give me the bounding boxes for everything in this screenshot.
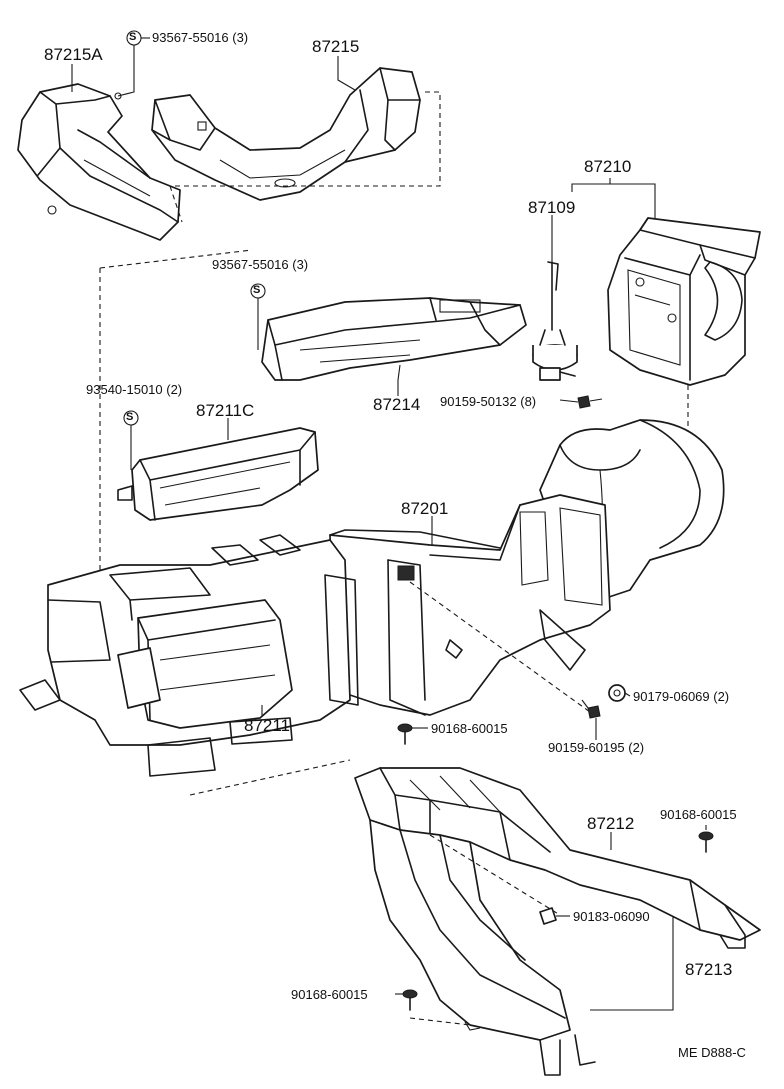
part-87201-case (329, 494, 611, 716)
leader-lines (71, 37, 707, 1011)
label-87215: 87215 (312, 37, 360, 56)
screw-90159-50132-icon (577, 395, 603, 409)
clip-90183-icon (539, 907, 557, 925)
part-87211-heater-unit (19, 534, 359, 777)
part-87214-duct (261, 297, 527, 381)
fasteners (397, 395, 714, 1011)
part-87210-housing (607, 217, 761, 386)
label-90159-50132: 90159-50132 (8) (440, 394, 537, 409)
label-87213: 87213 (685, 960, 733, 979)
part-87215a-duct (17, 83, 181, 241)
label-87211: 87211 (244, 716, 291, 735)
label-93540-15010: 93540-15010 (2) (86, 382, 183, 397)
label-87212: 87212 (587, 814, 635, 833)
label-87211c: 87211C (196, 401, 255, 420)
part-87211c-case (117, 427, 319, 521)
label-87109: 87109 (528, 198, 576, 217)
screw-90168-mid-icon (397, 723, 413, 745)
label-90168-right: 90168-60015 (660, 807, 737, 822)
part-87213-duct (369, 819, 596, 1076)
seal-symbol-label: S (126, 411, 134, 423)
label-87214: 87214 (373, 395, 421, 414)
part-87215-duct (151, 67, 421, 201)
label-90179-06069: 90179-06069 (2) (633, 689, 730, 704)
screw-90168-right-icon (698, 831, 714, 853)
seal-symbol-label: S (129, 31, 137, 43)
part-87109-actuator (532, 261, 578, 381)
label-90168-mid: 90168-60015 (431, 721, 508, 736)
label-87201: 87201 (401, 499, 449, 518)
label-90183-06090: 90183-06090 (573, 909, 650, 924)
screw-90159-60195-icon (581, 699, 601, 719)
label-93567-mid: 93567-55016 (3) (212, 257, 309, 272)
seal-symbol-label: S (253, 284, 261, 296)
label-93567-top: 93567-55016 (3) (152, 30, 249, 45)
label-87210: 87210 (584, 157, 632, 176)
label-87215a: 87215A (44, 45, 103, 64)
nut-90179-icon (608, 684, 626, 702)
label-90159-60195: 90159-60195 (2) (548, 740, 645, 755)
label-90168-bottom: 90168-60015 (291, 987, 368, 1002)
diagram-code: ME D888-C (678, 1045, 746, 1060)
screw-90168-bottom-icon (402, 989, 418, 1011)
